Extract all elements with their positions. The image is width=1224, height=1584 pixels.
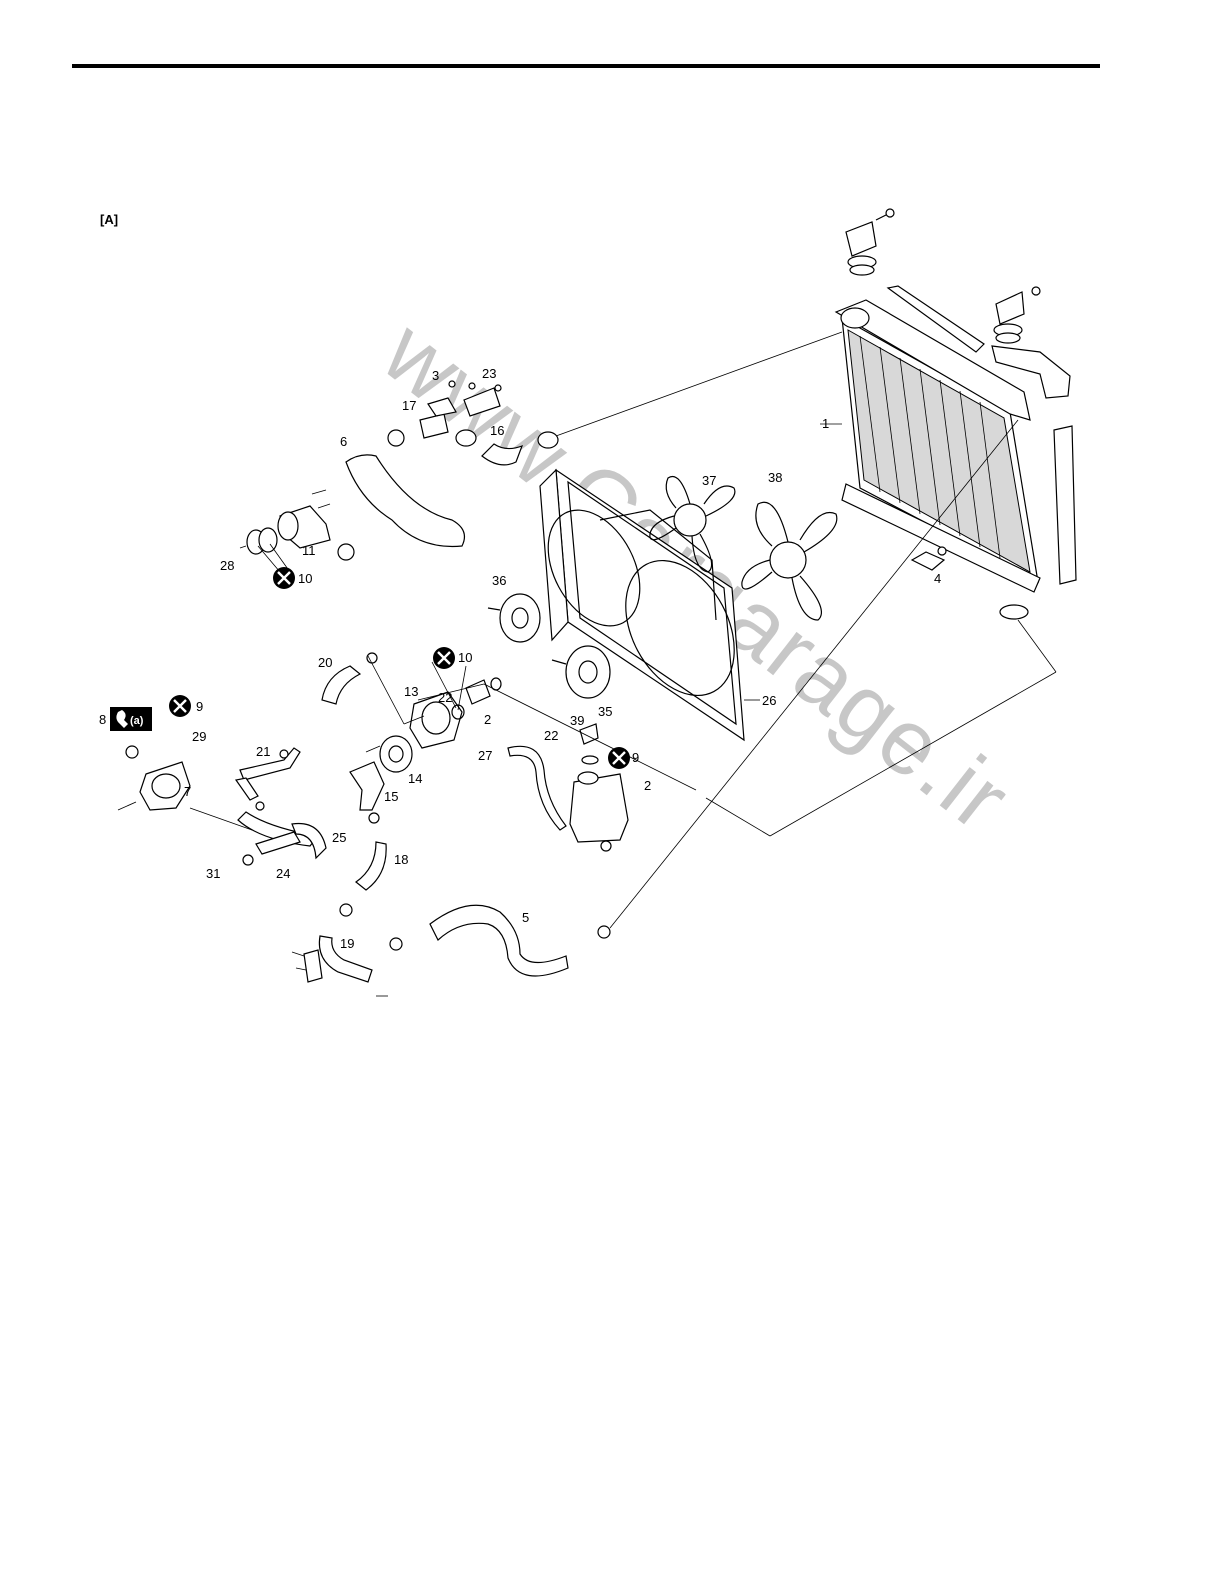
callout-35: 35	[598, 704, 612, 719]
water-outlet-housing-7	[118, 746, 190, 810]
callout-18: 18	[394, 852, 408, 867]
callout-19: 19	[340, 936, 354, 951]
callout-24: 24	[276, 866, 290, 881]
callout-31: 31	[206, 866, 220, 881]
water-inlet-13	[410, 692, 462, 748]
reservoir-cap-39	[580, 724, 598, 764]
callout-7: 7	[184, 784, 191, 799]
drain-plug-4	[912, 547, 946, 570]
callout-21: 21	[256, 744, 270, 759]
x-circle-icon	[169, 695, 191, 717]
callout-38: 38	[768, 470, 782, 485]
callout-22-reservoir: 22	[544, 728, 558, 743]
callout-20: 20	[318, 655, 332, 670]
callout-5: 5	[522, 910, 529, 925]
callout-2-reservoir: 2	[644, 778, 651, 793]
callout-3: 3	[432, 368, 439, 383]
upper-mount-left	[846, 209, 894, 275]
callout-25: 25	[332, 830, 346, 845]
lower-hose-18	[340, 842, 386, 916]
callout-9-housing: 9	[196, 699, 203, 714]
x-circle-icon	[273, 567, 295, 589]
callout-29: 29	[192, 729, 206, 744]
callout-39: 39	[570, 713, 584, 728]
callout-10-thermostat: 10	[298, 571, 312, 586]
inlet-hose-16	[456, 430, 558, 465]
callout-26: 26	[762, 693, 776, 708]
callout-14: 14	[408, 771, 422, 786]
callout-10-bypass: 10	[458, 650, 472, 665]
upper-hose-6	[338, 455, 464, 560]
callout-4: 4	[934, 571, 941, 586]
callout-13: 13	[404, 684, 418, 699]
radiator	[836, 300, 1040, 592]
lower-radiator-hose-5	[390, 905, 610, 976]
fan-motor-35	[552, 646, 610, 698]
water-inlet-pipe-15	[350, 762, 384, 823]
callout-16: 16	[490, 423, 504, 438]
fan-motor-36	[488, 594, 540, 642]
torque-badge-label: (a)	[130, 715, 144, 727]
gaskets-28-10	[240, 528, 277, 554]
callout-11: 11	[302, 543, 316, 558]
heater-hose-25	[238, 812, 326, 858]
water-outlet-17	[388, 398, 456, 446]
callout-28: 28	[220, 558, 234, 573]
callout-6: 6	[340, 434, 347, 449]
callout-labels: 1 2 2 3 4 5 6 7 8 9 9 10 10 11 13 14 15 …	[99, 366, 941, 951]
callout-37: 37	[702, 473, 716, 488]
callout-9-reservoir: 9	[632, 750, 639, 765]
callout-17: 17	[402, 398, 416, 413]
callout-8: 8	[99, 712, 106, 727]
x-circle-icon	[608, 747, 630, 769]
callout-27: 27	[478, 748, 492, 763]
callout-36: 36	[492, 573, 506, 588]
cooling-fan-38	[742, 502, 837, 620]
callout-15: 15	[384, 789, 398, 804]
x-circle-icon	[433, 647, 455, 669]
upper-mount-right	[994, 287, 1040, 343]
thermostat-cap-11	[278, 490, 330, 548]
callout-2-bypass: 2	[484, 712, 491, 727]
reservoir-tank	[570, 772, 628, 851]
callout-1: 1	[822, 416, 829, 431]
callout-22-bypass: 22	[438, 690, 452, 705]
torque-badge: (a)	[110, 707, 152, 731]
callout-23: 23	[482, 366, 496, 381]
bracket-23	[449, 381, 501, 416]
fan-shroud	[530, 470, 757, 740]
reservoir-hose-27-22	[508, 746, 566, 830]
